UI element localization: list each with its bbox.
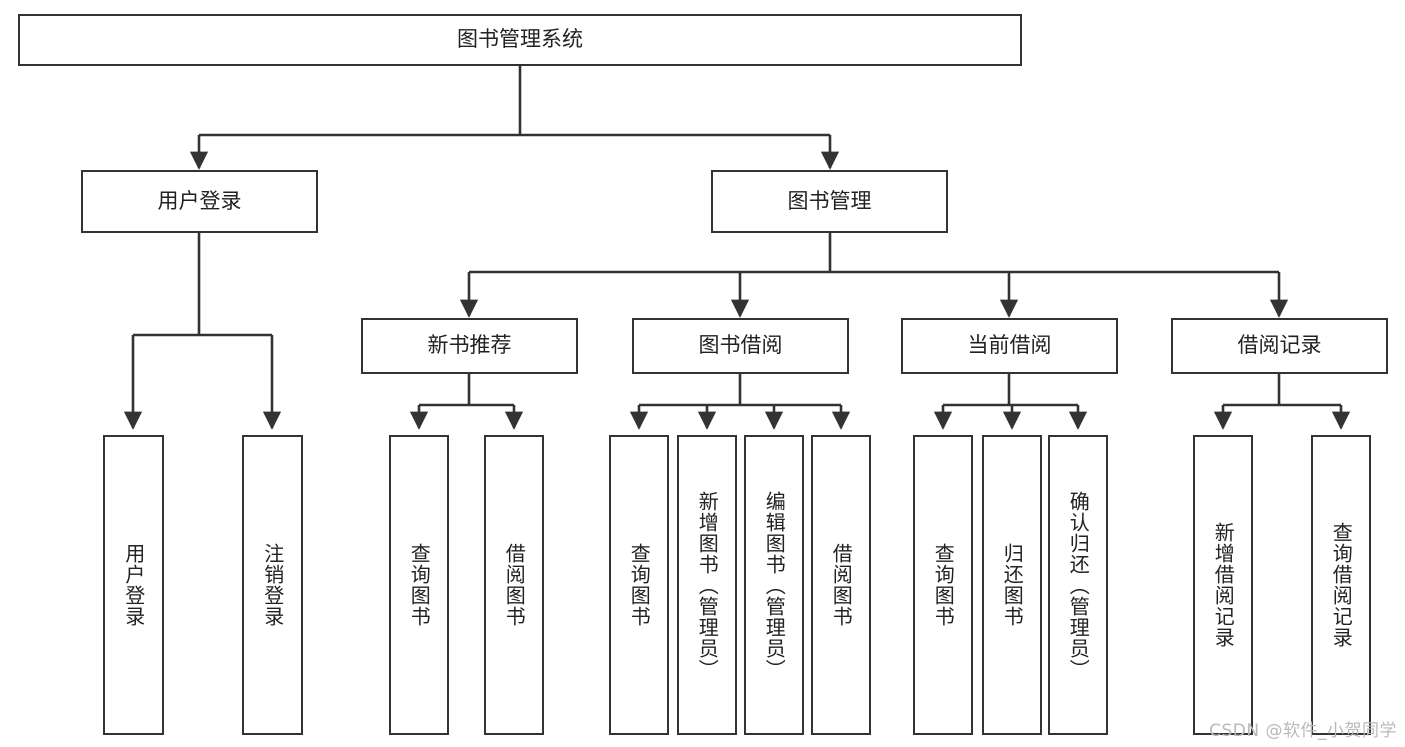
leaf-add-book[interactable]: 新增图书（管理员） — [677, 435, 737, 735]
leaf-add-record-label: 新增借阅记录 — [1211, 522, 1236, 648]
leaf-user-login[interactable]: 用户登录 — [103, 435, 164, 735]
leaf-borrow-book-2-label: 借阅图书 — [829, 543, 854, 627]
leaf-user-logout[interactable]: 注销登录 — [242, 435, 303, 735]
leaf-borrow-book-2[interactable]: 借阅图书 — [811, 435, 871, 735]
leaf-query-record-label: 查询借阅记录 — [1329, 522, 1354, 648]
node-book-manage[interactable]: 图书管理 — [711, 170, 948, 233]
leaf-user-logout-label: 注销登录 — [260, 543, 285, 627]
node-book-manage-label: 图书管理 — [787, 188, 872, 213]
watermark: CSDN @软件_小贺同学 — [1209, 721, 1397, 741]
leaf-edit-book-label: 编辑图书（管理员） — [762, 490, 787, 680]
node-new-book-rec-label: 新书推荐 — [427, 333, 512, 358]
node-book-borrow[interactable]: 图书借阅 — [632, 318, 849, 374]
node-new-book-rec[interactable]: 新书推荐 — [361, 318, 578, 374]
leaf-query-book-1-label: 查询图书 — [407, 543, 432, 627]
leaf-confirm-return[interactable]: 确认归还（管理员） — [1048, 435, 1108, 735]
node-user-login-label: 用户登录 — [157, 188, 242, 213]
leaf-query-book-3-label: 查询图书 — [931, 543, 956, 627]
leaf-add-book-label: 新增图书（管理员） — [695, 490, 720, 680]
leaf-borrow-book-1-label: 借阅图书 — [502, 543, 527, 627]
leaf-query-book-3[interactable]: 查询图书 — [913, 435, 973, 735]
leaf-query-record[interactable]: 查询借阅记录 — [1311, 435, 1371, 735]
node-current-borrow[interactable]: 当前借阅 — [901, 318, 1118, 374]
leaf-user-login-label: 用户登录 — [121, 543, 146, 627]
leaf-edit-book[interactable]: 编辑图书（管理员） — [744, 435, 804, 735]
leaf-borrow-book-1[interactable]: 借阅图书 — [484, 435, 544, 735]
leaf-return-book-label: 归还图书 — [1000, 543, 1025, 627]
node-book-borrow-label: 图书借阅 — [698, 333, 783, 358]
node-root[interactable]: 图书管理系统 — [18, 14, 1022, 66]
node-borrow-record-label: 借阅记录 — [1237, 333, 1322, 358]
leaf-return-book[interactable]: 归还图书 — [982, 435, 1042, 735]
leaf-query-book-2[interactable]: 查询图书 — [609, 435, 669, 735]
leaf-add-record[interactable]: 新增借阅记录 — [1193, 435, 1253, 735]
node-current-borrow-label: 当前借阅 — [967, 333, 1052, 358]
leaf-query-book-1[interactable]: 查询图书 — [389, 435, 449, 735]
node-borrow-record[interactable]: 借阅记录 — [1171, 318, 1388, 374]
node-user-login[interactable]: 用户登录 — [81, 170, 318, 233]
leaf-query-book-2-label: 查询图书 — [627, 543, 652, 627]
leaf-confirm-return-label: 确认归还（管理员） — [1066, 490, 1091, 680]
node-root-label: 图书管理系统 — [457, 27, 583, 52]
